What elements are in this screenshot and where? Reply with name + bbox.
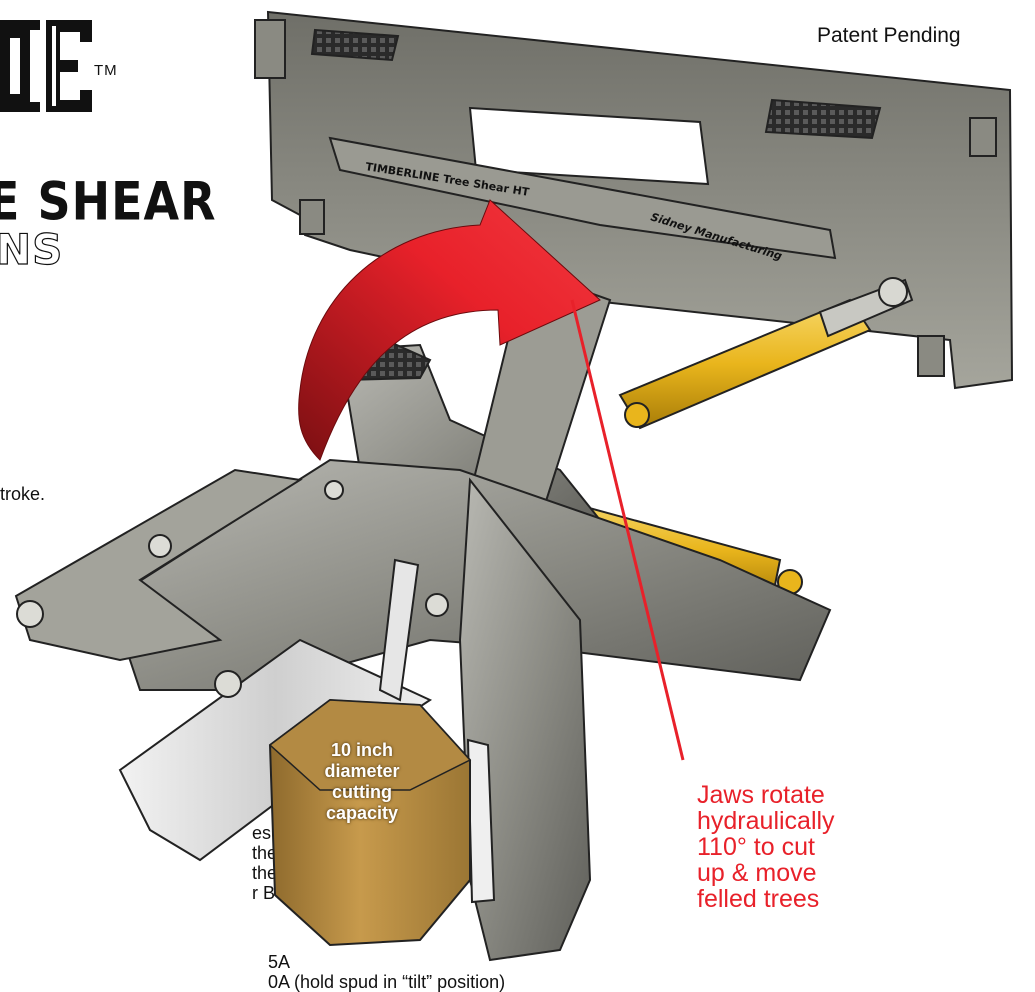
logo-emblem <box>0 20 92 112</box>
spec-fragment-stroke: troke. <box>0 484 46 504</box>
callout-pointer-line <box>570 299 685 761</box>
patent-pending-note: Patent Pending <box>817 24 961 47</box>
trademark-symbol: TM <box>94 62 118 79</box>
jaws-callout-line-4: up & move <box>697 859 817 887</box>
jaws-callout-line-5: felled trees <box>697 885 820 913</box>
product-subtitle: NS <box>0 224 64 274</box>
capacity-label-line-3: cutting <box>332 782 392 802</box>
jaws-callout: Jaws rotate hydraulically 110° to cut up… <box>697 782 917 912</box>
capacity-label: 10 inch diameter cutting capacity <box>300 740 424 824</box>
product-title: E SHEAR <box>0 170 217 233</box>
rotation-arrow <box>298 199 601 461</box>
capacity-label-line-2: diameter <box>324 761 400 781</box>
jaws-callout-line-3: 110° to cut <box>697 833 815 861</box>
capacity-label-line-4: capacity <box>325 803 399 823</box>
spec-fragment-6: 0A (hold spud in “tilt” position) <box>268 972 506 992</box>
jaws-callout-line-1: Jaws rotate <box>697 781 825 809</box>
jaws-callout-line-2: hydraulically <box>697 807 835 835</box>
capacity-label-line-1: 10 inch <box>330 740 394 760</box>
log-capacity-indicator <box>268 698 472 947</box>
spec-fragment-5: 5A <box>268 952 291 972</box>
attachment-frame: TIMBERLINE Tree Shear HT Sidney Manufact… <box>254 10 1014 390</box>
upper-hydraulic-cylinder <box>618 277 914 430</box>
